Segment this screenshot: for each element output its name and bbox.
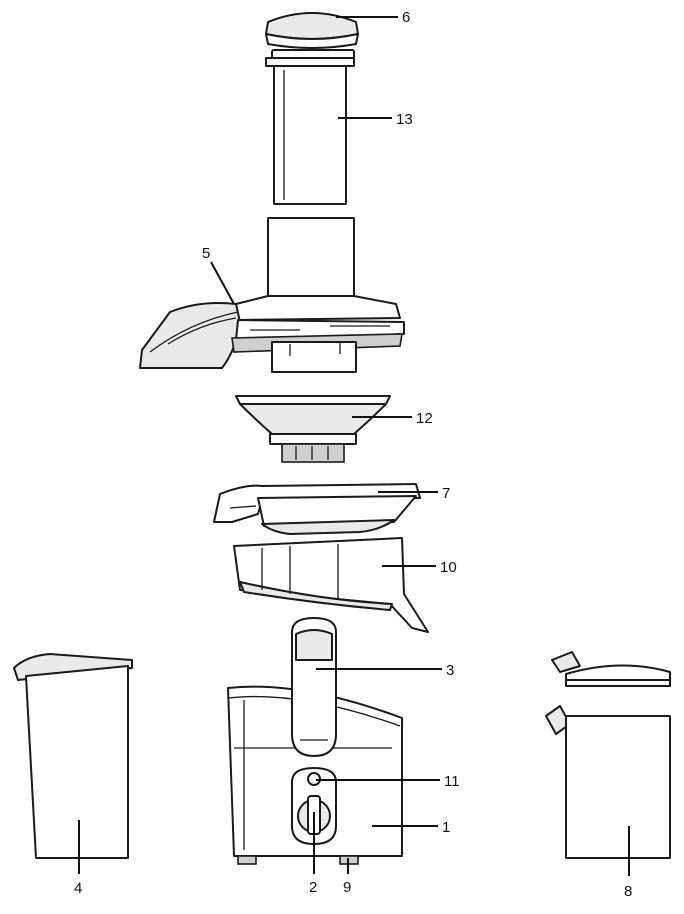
- callout-10: 10: [440, 559, 457, 576]
- leader-lines: [78, 16, 630, 876]
- safety-arm: [291, 617, 337, 757]
- filter-basket: [235, 395, 391, 463]
- callout-13: 13: [396, 111, 413, 128]
- callout-8: 8: [624, 883, 632, 900]
- pusher: [265, 57, 355, 205]
- callout-3: 3: [446, 662, 454, 679]
- right-jug: [545, 651, 671, 859]
- juice-cover: [213, 483, 421, 535]
- callout-7: 7: [442, 485, 450, 502]
- callout-11: 11: [444, 773, 460, 790]
- callout-4: 4: [74, 880, 82, 897]
- left-jug: [13, 653, 133, 859]
- lid: [139, 217, 405, 373]
- callout-5: 5: [202, 245, 210, 262]
- pusher-cap: [265, 12, 359, 61]
- callout-1: 1: [442, 819, 450, 836]
- callout-12: 12: [416, 410, 433, 427]
- pulp-container: [233, 537, 429, 633]
- callout-6: 6: [402, 9, 410, 26]
- callout-2: 2: [309, 879, 317, 896]
- callout-labels: 6 13 5 12 7 10 3 11 1 2 9 4 8: [74, 9, 632, 900]
- callout-9: 9: [343, 879, 351, 896]
